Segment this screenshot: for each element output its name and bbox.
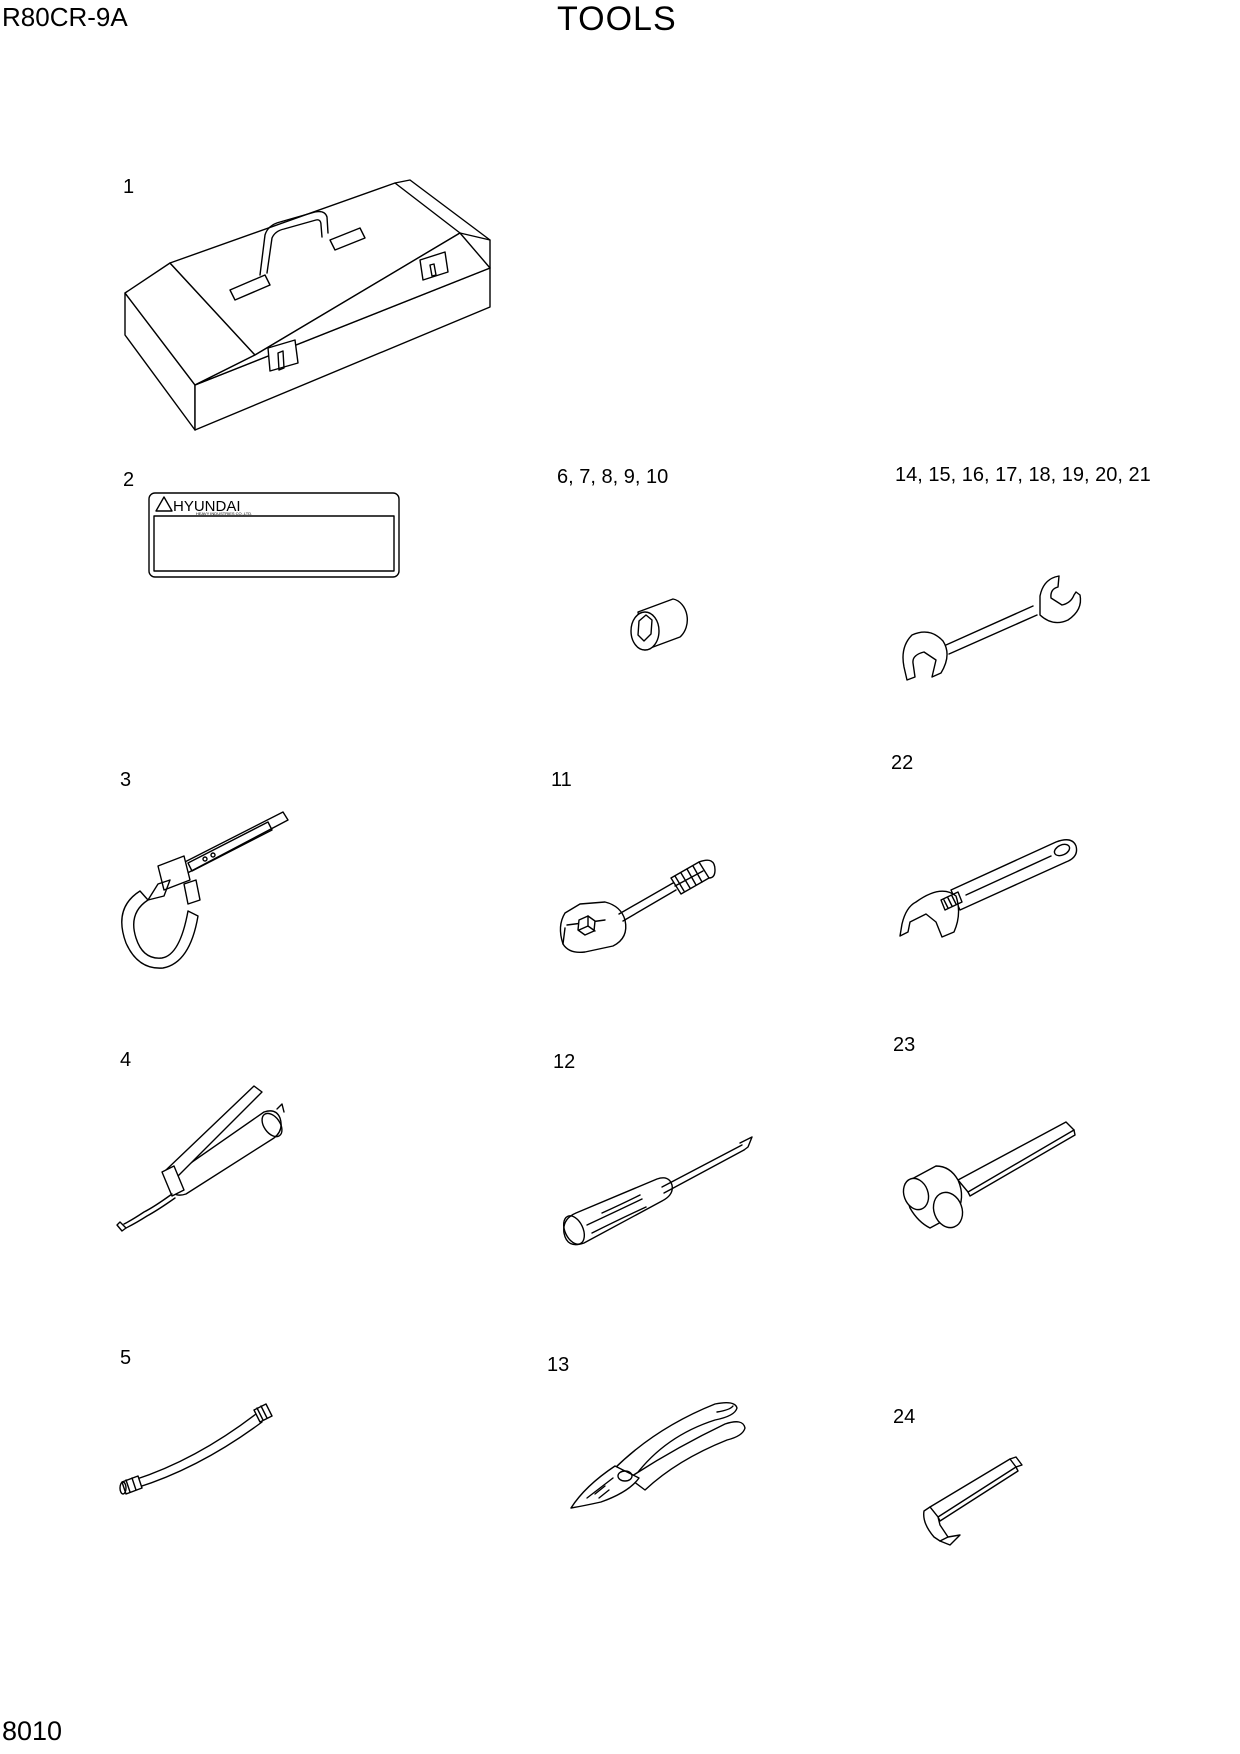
spanner-icon — [898, 575, 1088, 690]
screwdriver-icon — [562, 1133, 757, 1253]
page-title: TOOLS — [557, 0, 677, 38]
item-label-6-10: 6, 7, 8, 9, 10 — [557, 466, 669, 488]
ratchet-handle-icon — [555, 858, 725, 963]
grease-gun-icon — [114, 1082, 294, 1232]
item-label-24: 24 — [893, 1406, 916, 1428]
item-label-4: 4 — [120, 1049, 132, 1071]
toolbox-icon — [120, 175, 500, 435]
hammer-icon — [898, 1118, 1078, 1233]
item-label-22: 22 — [891, 752, 914, 774]
adjustable-wrench-icon — [896, 832, 1081, 947]
item-label-5: 5 — [120, 1347, 132, 1369]
nameplate-icon: HYUNDAI HEAVY INDUSTRIES CO.,LTD. — [148, 492, 400, 578]
item-label-23: 23 — [893, 1034, 916, 1056]
hose-icon — [116, 1400, 276, 1500]
pliers-icon — [565, 1398, 755, 1518]
item-label-1: 1 — [123, 176, 135, 198]
socket-icon — [628, 594, 696, 654]
hex-key-icon — [920, 1455, 1030, 1545]
item-label-12: 12 — [553, 1051, 576, 1073]
item-label-2: 2 — [123, 469, 135, 491]
item-label-14-21: 14, 15, 16, 17, 18, 19, 20, 21 — [895, 464, 1151, 486]
model-number: R80CR-9A — [2, 2, 128, 32]
plate-brand-text: HYUNDAI — [173, 498, 241, 515]
plate-brand-subtext: HEAVY INDUSTRIES CO.,LTD. — [196, 511, 252, 516]
filter-wrench-icon — [118, 808, 298, 978]
item-label-11: 11 — [551, 769, 572, 791]
item-label-13: 13 — [547, 1354, 570, 1376]
page-number: 8010 — [2, 1716, 63, 1746]
item-label-3: 3 — [120, 769, 132, 791]
